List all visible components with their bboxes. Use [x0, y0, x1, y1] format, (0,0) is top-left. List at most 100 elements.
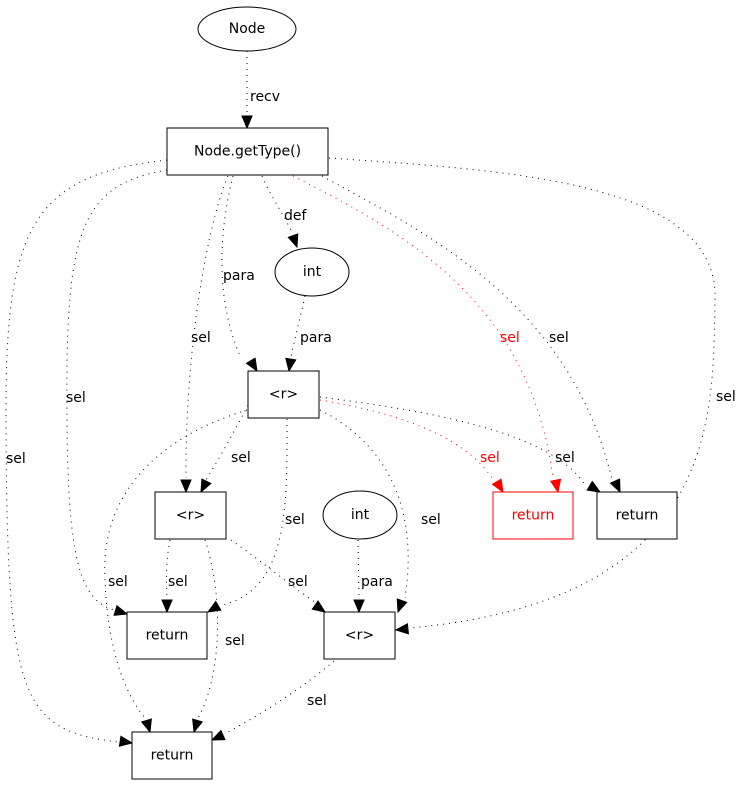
edge-r2-to-ret_mid: sel	[161, 539, 188, 614]
node-box	[154, 491, 227, 540]
edge-int1-to-r1: para	[285, 295, 332, 373]
edge-line	[292, 175, 554, 479]
node-ret_bottom[interactable]: return	[131, 731, 213, 780]
edge-label: sel	[480, 450, 500, 466]
node-r2[interactable]: <r>	[154, 491, 227, 540]
node-ret_red[interactable]: return	[492, 491, 574, 540]
arrowhead-icon	[140, 718, 152, 734]
arrowhead-icon	[586, 480, 602, 493]
arrowhead-icon	[353, 599, 365, 614]
edge-getType-to-ret_red: sel	[292, 175, 562, 494]
edge-line	[321, 175, 613, 481]
arrowhead-icon	[245, 357, 258, 373]
edge-node-to-getType: recv	[241, 51, 280, 130]
node-ellipse	[274, 247, 350, 297]
arrowhead-icon	[180, 479, 192, 494]
node-ret_right[interactable]: return	[596, 491, 678, 540]
edge-label: sel	[500, 330, 520, 346]
edge-line	[319, 399, 493, 479]
node-int2[interactable]: int	[322, 490, 398, 540]
edge-line	[230, 539, 317, 604]
node-box	[596, 491, 678, 540]
edge-label: sel	[168, 574, 188, 590]
edge-getType-to-int1: def	[261, 175, 308, 249]
edge-line	[221, 418, 288, 606]
node-ellipse	[197, 6, 297, 52]
arrowhead-icon	[118, 735, 134, 747]
edge-line	[290, 295, 306, 359]
arrowhead-icon	[491, 478, 504, 494]
edge-getType-to-ret_bottom: sel	[5, 159, 168, 747]
node-node[interactable]: Node	[197, 6, 297, 52]
arrowhead-icon	[192, 718, 204, 734]
edge-line	[319, 409, 409, 599]
edge-label: sel	[225, 633, 245, 649]
arrowhead-icon	[609, 478, 621, 494]
node-box	[247, 370, 320, 419]
edge-label: sel	[307, 693, 327, 709]
node-label: <r>	[345, 628, 374, 644]
node-box	[126, 611, 208, 660]
edge-getType-to-ret_right: sel	[321, 175, 621, 494]
edge-r2-to-r3: sel	[230, 539, 327, 613]
edge-getType-to-ret_mid: sel	[66, 169, 168, 616]
node-box	[492, 491, 574, 540]
edge-line	[104, 409, 248, 719]
node-label: return	[151, 748, 194, 764]
edge-line	[5, 159, 168, 743]
edge-label: sel	[716, 389, 736, 405]
edge-line	[328, 157, 716, 629]
edge-label: sel	[231, 450, 251, 466]
edge-r1-to-ret_right: sel	[319, 396, 602, 493]
node-int1[interactable]: int	[274, 247, 350, 297]
edge-getType-to-r2: sel	[180, 175, 229, 494]
arrowhead-icon	[200, 478, 212, 494]
node-r3[interactable]: <r>	[323, 611, 396, 660]
edge-line	[357, 539, 360, 599]
edge-r1-to-ret_bottom: sel	[104, 409, 248, 734]
edge-label: sel	[191, 330, 211, 346]
node-box	[166, 127, 329, 176]
edge-r1-to-ret_red: sel	[319, 399, 504, 494]
arrowhead-icon	[549, 478, 562, 494]
arrowhead-icon	[396, 598, 408, 614]
arrowhead-icon	[394, 623, 410, 635]
node-label: return	[146, 628, 189, 644]
edge-label: sel	[108, 574, 128, 590]
node-ellipse	[322, 490, 398, 540]
arrowhead-icon	[206, 600, 222, 613]
edge-int2-to-r3: para	[353, 539, 393, 614]
node-ret_mid[interactable]: return	[126, 611, 208, 660]
node-r1[interactable]: <r>	[247, 370, 320, 419]
edge-label: recv	[250, 89, 280, 105]
arrowhead-icon	[210, 729, 226, 741]
edge-label: sel	[555, 450, 575, 466]
arrowhead-icon	[113, 604, 129, 616]
edge-line	[319, 396, 586, 486]
node-label: return	[616, 508, 659, 524]
node-label: return	[512, 508, 555, 524]
node-label: int	[351, 507, 370, 523]
arrowhead-icon	[285, 357, 297, 373]
node-box	[131, 731, 213, 780]
arrowhead-icon	[161, 599, 173, 614]
arrowhead-icon	[287, 233, 299, 249]
edge-r2-to-ret_bottom: sel	[192, 539, 245, 734]
edge-getType-to-r1: para	[221, 175, 258, 373]
node-getType[interactable]: Node.getType()	[166, 127, 329, 176]
edge-line	[185, 175, 229, 479]
edge-r3-to-ret_bottom: sel	[210, 660, 335, 741]
edge-label: sel	[421, 512, 441, 528]
node-label: <r>	[269, 387, 298, 403]
edge-label: sel	[285, 512, 305, 528]
edge-label: sel	[6, 451, 26, 467]
arrowhead-icon	[241, 115, 253, 130]
node-label: int	[303, 264, 322, 280]
node-box	[323, 611, 396, 660]
edge-label: para	[223, 268, 255, 284]
edges-layer: recv def para para sel sel sel sel sel sel sel sel s…	[5, 51, 736, 747]
edge-label: sel	[288, 574, 308, 590]
edge-r1-to-r2: sel	[200, 404, 251, 494]
edge-label: sel	[549, 330, 569, 346]
